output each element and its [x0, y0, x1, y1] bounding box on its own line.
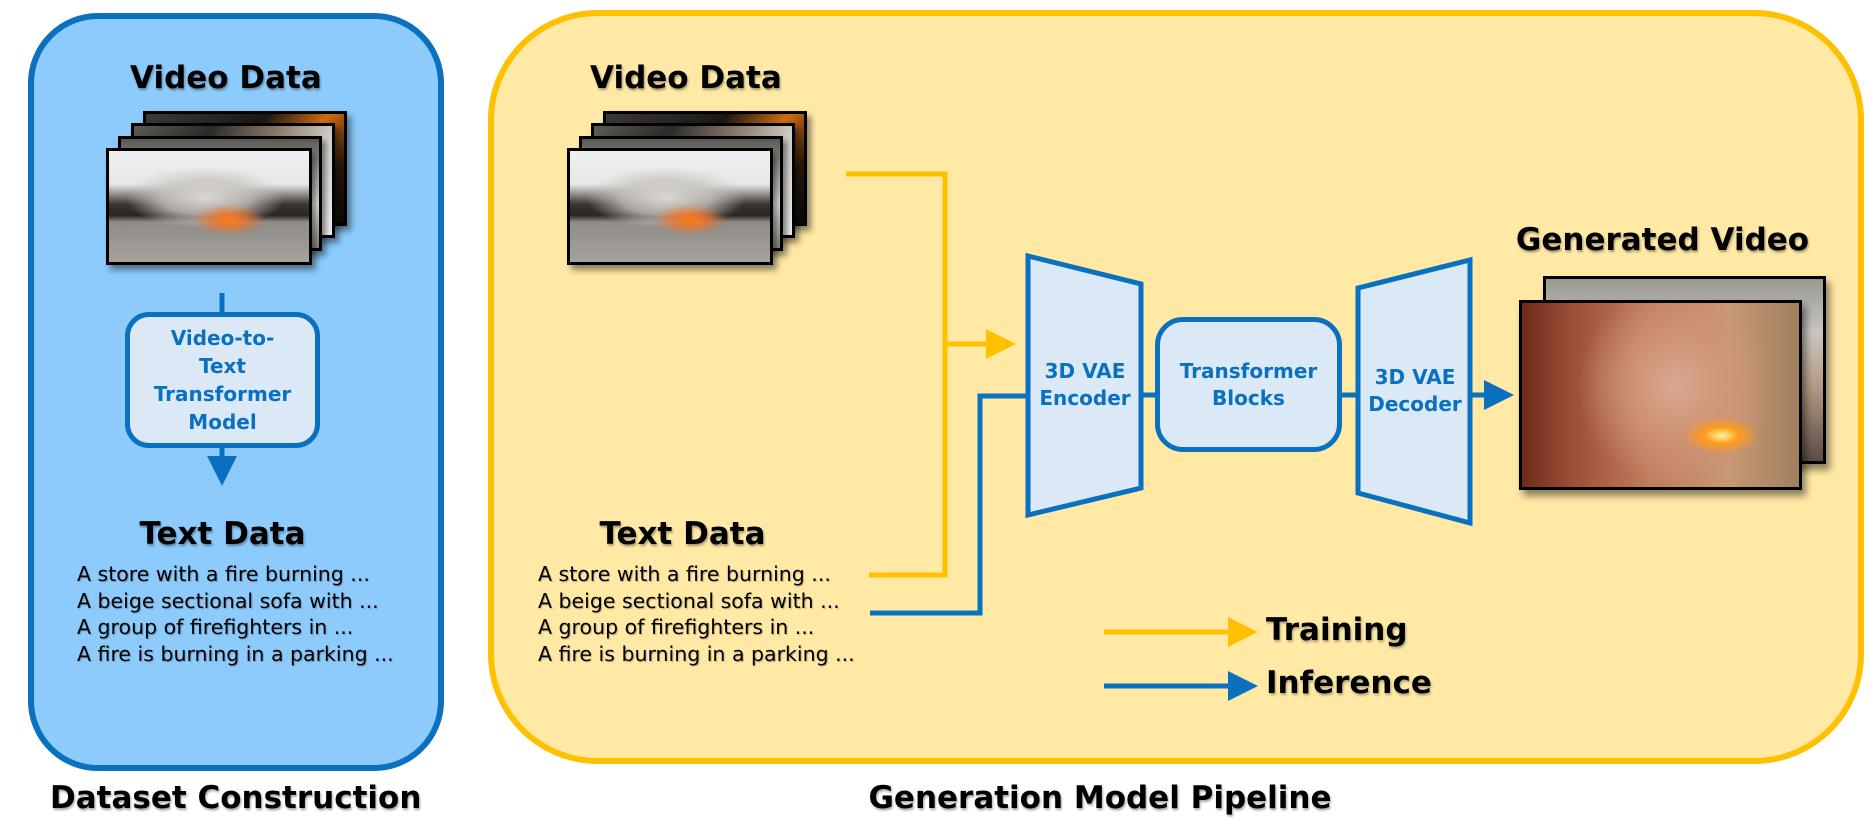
generation-pipeline-caption: Generation Model Pipeline — [868, 780, 1332, 816]
encoder-label-line: Encoder — [1039, 386, 1131, 410]
text-item: A store with a fire burning ... — [538, 562, 831, 586]
text-item: A fire is burning in a parking ... — [538, 641, 855, 666]
transformer-blocks-box: Transformer Blocks — [1155, 317, 1342, 452]
dataset-construction-caption: Dataset Construction — [50, 780, 422, 816]
pipeline-video-data-title: Video Data — [590, 60, 782, 96]
generated-video-title: Generated Video — [1515, 222, 1810, 258]
decoder-label-line: Decoder — [1368, 392, 1462, 416]
generated-video-frame — [1519, 300, 1802, 490]
decoder-label-line: 3D VAE — [1374, 365, 1456, 389]
vae-decoder-label: 3D VAE Decoder — [1359, 364, 1471, 418]
dataset-text-data-title: Text Data — [139, 516, 306, 552]
text-item: A beige sectional sofa with ... — [538, 588, 840, 613]
model-label-line: Transformer — [153, 382, 292, 406]
pipeline-text-data-title: Text Data — [599, 516, 766, 552]
legend-training-label: Training — [1266, 612, 1408, 648]
video-frame-thumbnail — [106, 148, 312, 265]
dataset-video-data-title: Video Data — [130, 60, 322, 96]
pipeline-text-list: A store with a fire burning ... A beige … — [538, 561, 855, 667]
text-item: A store with a fire burning ... — [77, 562, 370, 586]
video-frame-thumbnail — [567, 148, 773, 265]
transformer-label-line: Transformer — [1179, 358, 1318, 383]
model-label-line: Video-to- — [170, 326, 275, 350]
transformer-label-line: Blocks — [1212, 385, 1285, 410]
text-item: A group of firefighters in ... — [538, 615, 815, 639]
encoder-label-line: 3D VAE — [1044, 359, 1126, 383]
model-label-line: Model — [188, 410, 257, 434]
vae-encoder-label: 3D VAE Encoder — [1030, 358, 1140, 412]
model-label-line: Text — [198, 354, 246, 378]
text-item: A fire is burning in a parking ... — [77, 641, 394, 666]
video-to-text-model-box: Video-to- Text Transformer Model — [125, 312, 320, 448]
legend-inference-label: Inference — [1266, 665, 1432, 701]
text-item: A beige sectional sofa with ... — [77, 588, 379, 613]
text-item: A group of firefighters in ... — [77, 615, 354, 639]
dataset-text-list: A store with a fire burning ... A beige … — [77, 561, 394, 667]
